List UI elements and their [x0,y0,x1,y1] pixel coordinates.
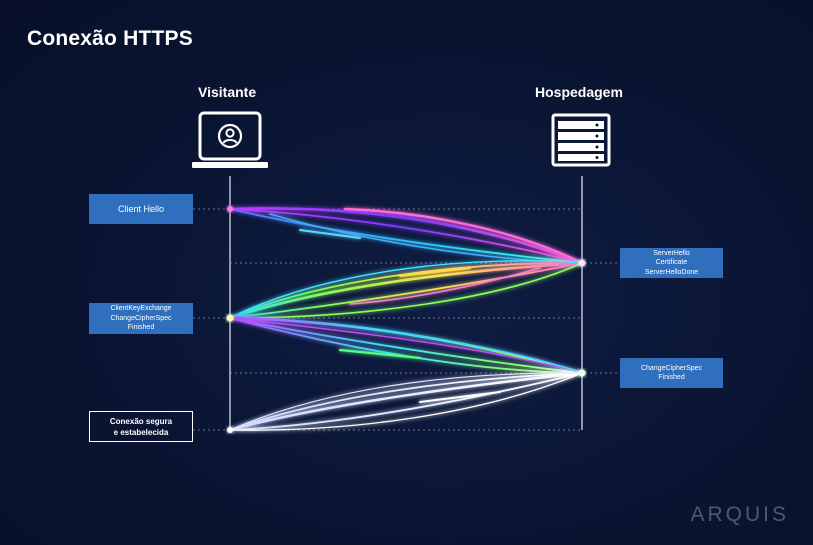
server-hello-label: ServerHello Certificate ServerHelloDone [644,249,699,276]
secure-connection-label: Conexão segura e estabelecida [109,416,173,437]
client-hello-label: Client Hello [117,204,165,214]
laptop-user-icon [192,111,268,168]
server-label: Hospedagem [535,84,623,100]
server-icon [551,113,611,167]
secure-connection-box: Conexão segura e estabelecida [89,411,193,442]
flow-change-cipher-spec [228,371,584,432]
client-hello-box: Client Hello [89,194,193,224]
server-change-cipher-label: ChangeCipherSpec Finished [640,364,703,382]
flow-client-hello [228,207,584,265]
client-key-exchange-box: ClientKeyExchange ChangeCipherSpec Finis… [89,303,193,334]
page-title: Conexão HTTPS [27,27,193,50]
flow-server-hello [228,260,584,320]
server-hello-box: ServerHello Certificate ServerHelloDone [620,248,723,278]
flow-nodes [226,206,586,433]
server-change-cipher-box: ChangeCipherSpec Finished [620,358,723,388]
client-label: Visitante [198,84,257,100]
client-key-exchange-label: ClientKeyExchange ChangeCipherSpec Finis… [110,305,172,332]
brand-logo: ARQUIS [690,503,789,526]
flow-client-key-exchange [228,316,584,375]
